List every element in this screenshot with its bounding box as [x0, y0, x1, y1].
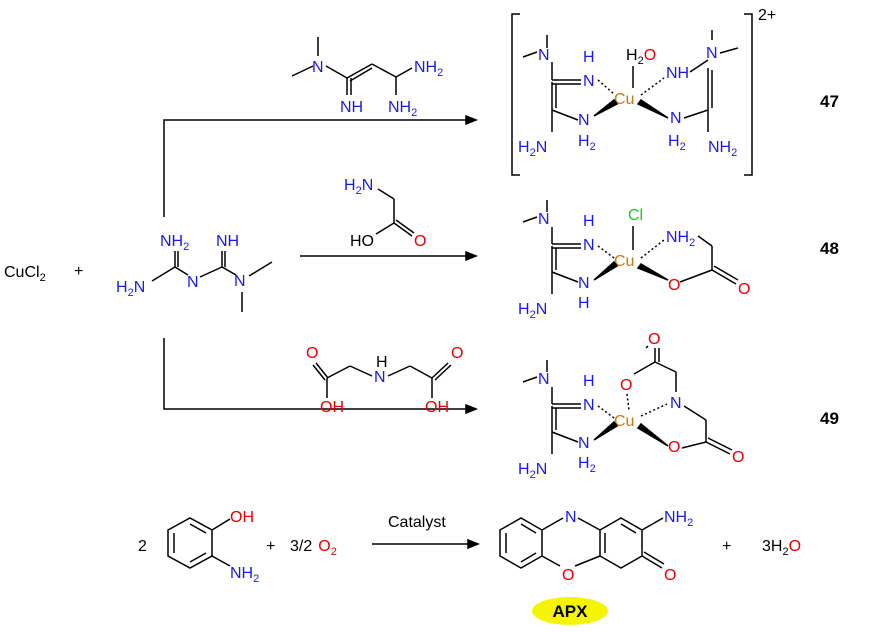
- svg-text:Cu: Cu: [614, 413, 634, 430]
- metformin-structure: NH2 NH H2N N N: [116, 233, 273, 312]
- svg-text:H: H: [583, 373, 595, 390]
- svg-text:H: H: [583, 213, 595, 230]
- svg-text:OH: OH: [320, 399, 344, 416]
- svg-text:NH2: NH2: [666, 229, 695, 249]
- svg-text:OH: OH: [230, 509, 254, 526]
- svg-text:N: N: [565, 509, 577, 526]
- svg-text:H2: H2: [668, 133, 686, 153]
- svg-text:NH: NH: [340, 99, 363, 116]
- svg-text:N: N: [538, 371, 550, 388]
- svg-text:O: O: [668, 277, 680, 294]
- svg-text:H: H: [578, 295, 590, 312]
- product-49: N H N N H2 H2N Cu O O N O O: [518, 331, 744, 481]
- plus-sign-3: +: [722, 538, 731, 555]
- svg-text:N: N: [578, 112, 590, 129]
- svg-text:H2N: H2N: [116, 279, 145, 299]
- svg-text:Cu: Cu: [614, 253, 634, 270]
- svg-text:NH2: NH2: [230, 565, 259, 585]
- cucl2-label: CuCl2: [4, 264, 46, 284]
- apx-badge-label: APX: [553, 602, 589, 621]
- svg-text:N: N: [234, 273, 246, 290]
- label-48: 48: [820, 239, 839, 258]
- svg-text:NH2: NH2: [160, 233, 189, 253]
- svg-text:N: N: [578, 275, 590, 292]
- svg-text:O: O: [668, 439, 680, 456]
- svg-text:H2N: H2N: [518, 301, 547, 321]
- catalyst-label: Catalyst: [388, 514, 446, 531]
- label-49: 49: [820, 409, 839, 428]
- apx-structure: N O NH2 O: [499, 509, 693, 584]
- aminophenol-structure: 2 OH NH2: [138, 509, 259, 585]
- svg-text:N: N: [538, 211, 550, 228]
- label-47: 47: [820, 92, 839, 111]
- svg-text:Cu: Cu: [614, 91, 634, 108]
- svg-text:NH2: NH2: [708, 139, 737, 159]
- svg-text:O: O: [648, 331, 660, 348]
- svg-text:NH2: NH2: [664, 509, 693, 529]
- svg-text:OH: OH: [425, 399, 449, 416]
- amidine-reagent: N NH2 NH NH2: [291, 37, 443, 119]
- svg-text:N: N: [538, 47, 550, 64]
- svg-text:O: O: [664, 567, 676, 584]
- svg-text:NH: NH: [666, 65, 689, 82]
- svg-text:N: N: [670, 395, 682, 412]
- svg-text:H2: H2: [578, 455, 596, 475]
- svg-text:N: N: [578, 435, 590, 452]
- svg-text:N: N: [583, 397, 595, 414]
- reaction-arrows: [163, 114, 481, 550]
- svg-text:H2N: H2N: [518, 461, 547, 481]
- product-47: 2+ N H N N H2 H2N Cu H2O O NH N H2 N: [511, 7, 776, 176]
- water-product: 3H2O: [762, 538, 801, 558]
- svg-text:H2: H2: [578, 133, 596, 153]
- svg-text:O: O: [620, 377, 632, 394]
- plus-sign-2: +: [266, 538, 275, 555]
- glycine-reagent: H2N HO O: [344, 177, 426, 250]
- svg-text:O: O: [451, 345, 463, 362]
- svg-text:O: O: [738, 281, 750, 298]
- svg-text:O: O: [414, 233, 426, 250]
- product-48: N H N N H H2N Cu Cl NH2 O O: [518, 200, 750, 321]
- svg-text:NH2: NH2: [388, 99, 417, 119]
- svg-text:H2N: H2N: [344, 177, 373, 197]
- iminodiacetic-reagent: O O OH N H OH: [306, 345, 463, 416]
- svg-text:Cl: Cl: [628, 207, 643, 224]
- svg-text:NH2: NH2: [414, 59, 443, 79]
- svg-text:N: N: [374, 369, 386, 386]
- svg-text:N: N: [670, 110, 682, 127]
- apx-badge: [532, 597, 608, 625]
- svg-text:H: H: [583, 49, 595, 66]
- svg-text:2: 2: [138, 538, 147, 555]
- svg-text:NH: NH: [216, 233, 239, 250]
- svg-text:N: N: [187, 274, 199, 291]
- svg-text:O: O: [562, 567, 574, 584]
- plus-sign: +: [74, 263, 83, 280]
- svg-text:H2N: H2N: [518, 139, 547, 159]
- svg-text:N: N: [312, 59, 324, 76]
- svg-text:HO: HO: [350, 233, 374, 250]
- svg-text:N: N: [583, 237, 595, 254]
- svg-text:O: O: [732, 449, 744, 466]
- svg-text:H2O: H2O: [626, 47, 656, 67]
- svg-text:O: O: [306, 345, 318, 362]
- svg-text:N: N: [706, 45, 718, 62]
- svg-text:H: H: [376, 354, 388, 371]
- svg-text:N: N: [583, 73, 595, 90]
- svg-text:2+: 2+: [758, 7, 776, 24]
